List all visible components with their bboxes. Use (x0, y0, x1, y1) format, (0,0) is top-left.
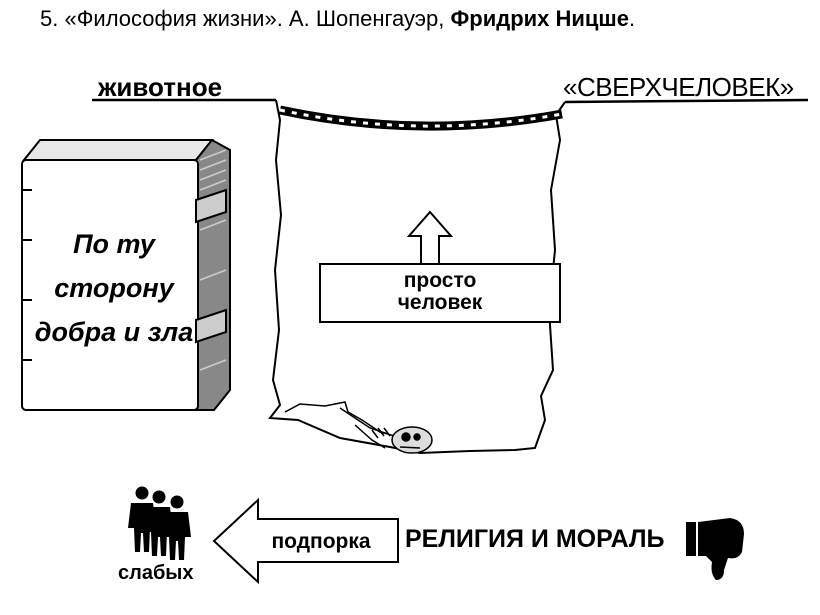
book-title: По ту сторону добра и зла (26, 222, 202, 354)
people-group-icon (128, 486, 191, 560)
title-suffix: . (629, 6, 636, 31)
just-man-line-1: просто (403, 269, 477, 292)
book-line-2: сторону (54, 273, 174, 303)
just-man-line-2: человек (397, 291, 483, 314)
rope-icon (279, 105, 563, 131)
prop-label: подпорка (271, 530, 371, 553)
thumbs-down-icon (686, 518, 744, 580)
book-icon (21, 138, 231, 411)
title-author: Фридрих Ницше (450, 6, 630, 31)
title-prefix: 5. «Философия жизни». А. Шопенгауэр, (40, 6, 451, 31)
just-man-label: просто человек (322, 270, 558, 314)
book-line-1: По ту (73, 229, 155, 259)
weak-label: слабых (118, 562, 194, 584)
religion-label: РЕЛИГИЯ И МОРАЛЬ (405, 525, 665, 553)
ground-right (564, 98, 809, 104)
just-man-box (319, 263, 561, 323)
page-title: 5. «Философия жизни». А. Шопенгауэр, Фри… (40, 6, 635, 32)
skeleton-icon (284, 401, 433, 454)
book-line-3: добра и зла (34, 317, 194, 347)
animal-label: животное (98, 72, 223, 102)
arrow-left-icon (212, 497, 399, 585)
superman-label: «СВЕРХЧЕЛОВЕК» (563, 72, 794, 102)
